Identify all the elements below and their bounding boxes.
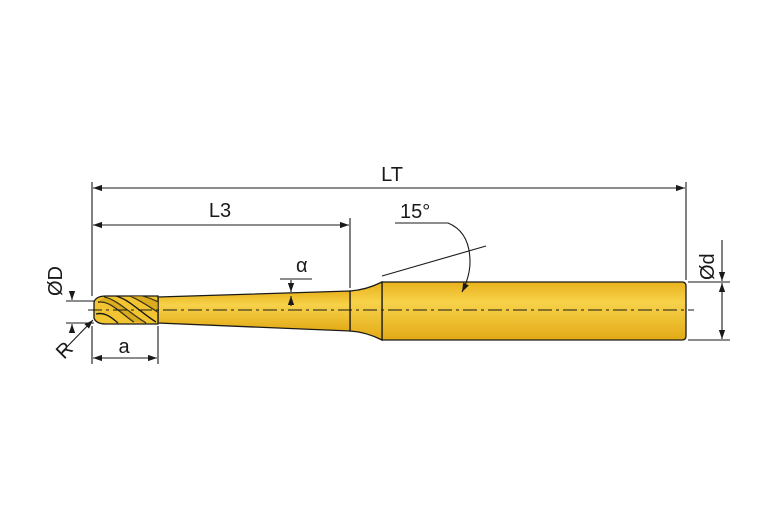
dimension-od-shank: Ød	[688, 240, 730, 341]
neck-transition	[349, 280, 383, 342]
radius-label: R	[52, 338, 78, 364]
dimension-l3: L3	[93, 200, 351, 288]
alpha-label: α	[296, 255, 308, 277]
od-small-label: ØD	[45, 266, 67, 296]
tool-body	[88, 280, 694, 342]
dimension-a: a	[91, 326, 159, 364]
dimension-alpha: α	[280, 255, 312, 306]
dimension-od-small: ØD	[45, 266, 94, 333]
tapered-neck	[157, 290, 351, 332]
dimension-lt: LT	[91, 164, 687, 296]
shank	[381, 281, 687, 341]
lt-label: LT	[381, 164, 403, 186]
a-label: a	[118, 336, 130, 358]
od-shank-label: Ød	[697, 253, 719, 280]
l3-label: L3	[209, 200, 231, 222]
angle-15-label: 15°	[400, 201, 430, 223]
dimension-angle-15: 15°	[381, 201, 487, 293]
